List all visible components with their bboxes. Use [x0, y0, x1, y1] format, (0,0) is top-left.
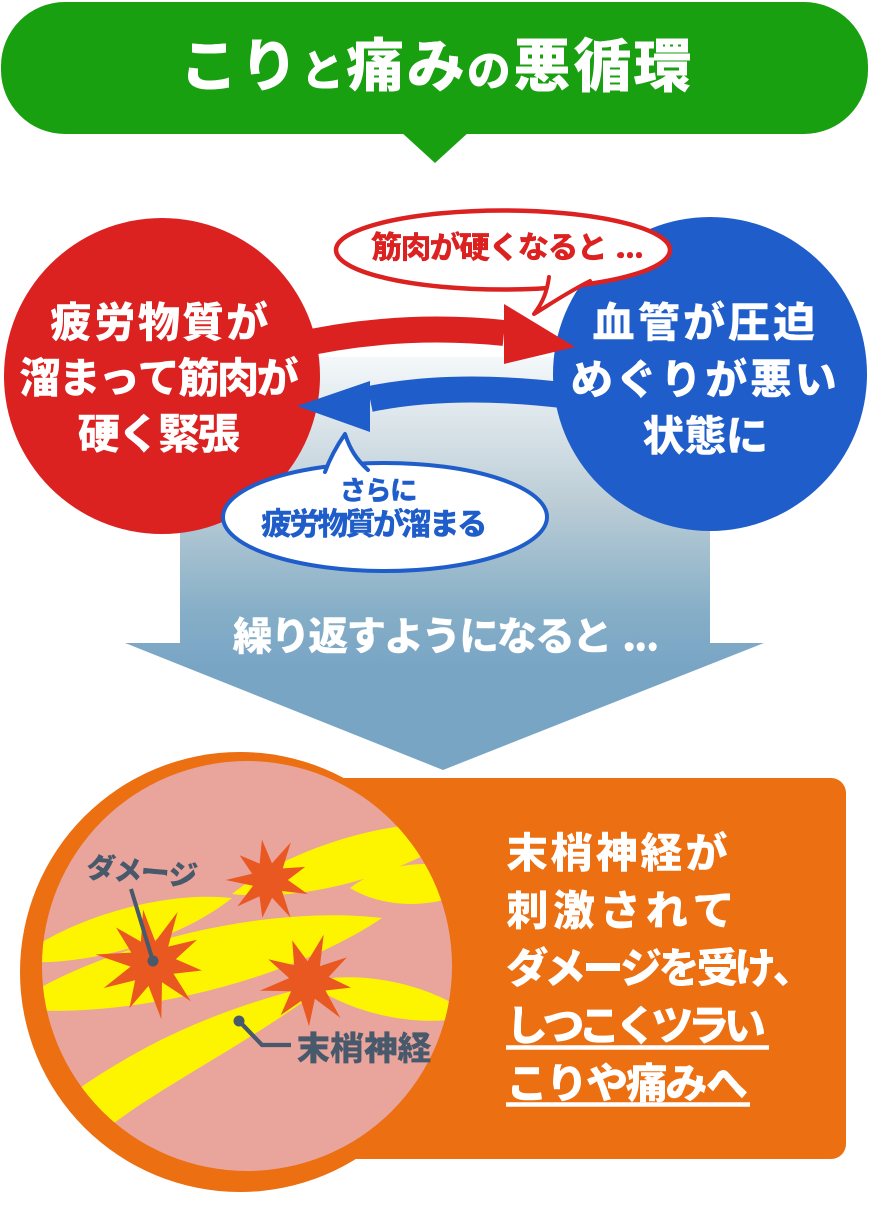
damage-pointer-line — [129, 888, 154, 959]
damage-starburst — [259, 934, 351, 1027]
bloodflow-circle-line-1: 血管が圧迫 — [594, 298, 821, 345]
transition-glyphs — [232, 616, 657, 655]
fatigue-circle-line-3: 硬く緊張 — [79, 411, 246, 456]
red-circle-line3-glyphs — [78, 413, 240, 453]
muscle-fiber — [74, 980, 334, 1138]
damage-label-glyphs — [87, 853, 198, 887]
result-line1-glyphs — [507, 830, 727, 872]
result-line-2: 刺激されて — [507, 887, 736, 933]
nerve-pointer-line — [237, 1019, 291, 1048]
transition-text: 繰り返すようになると ... — [233, 613, 663, 657]
bloodflow-circle-line-2: めぐりが悪い — [573, 355, 841, 402]
red-circle-line1-glyphs — [51, 300, 268, 342]
result-line3-glyphs — [507, 946, 788, 987]
fatigue-circle-line-2: 溜まって筋肉が — [20, 353, 304, 400]
result-line4-glyphs — [514, 1005, 764, 1045]
blue-circle-line2-glyphs — [572, 357, 835, 399]
nerve-label-glyphs — [297, 1031, 432, 1064]
blue-circle-line1-glyphs — [593, 300, 815, 342]
red-circle-line2-glyphs — [20, 355, 299, 397]
top-bubble-text: 筋肉が硬くなると ... — [372, 228, 649, 264]
nerve-pointer-dot — [233, 1015, 245, 1027]
muscle-fiber — [42, 896, 232, 963]
arrow-blue-left — [297, 376, 638, 432]
result-line-1: 末梢神経が — [507, 828, 733, 875]
muscle-fiber — [350, 864, 452, 904]
result-line5-glyphs — [512, 1062, 747, 1103]
bloodflow-circle-line-3: 状態に — [644, 412, 771, 458]
muscle-fiber — [308, 977, 452, 1021]
fatigue-circle — [4, 218, 320, 534]
muscle-fiber — [42, 915, 382, 1011]
blue-circle-line3-glyphs — [643, 414, 765, 455]
bottom-bubble-line-1: さらに — [343, 474, 421, 504]
bottom-bubble-line-2: 疲労物質が溜まる — [262, 505, 491, 541]
title-glyphs — [188, 36, 690, 93]
result-line-3: ダメージを受け、 — [507, 943, 794, 990]
page-title: こりと痛みの悪循環 — [188, 34, 696, 95]
result-line-5: こりや痛みへ — [512, 1059, 753, 1105]
fatigue-circle-line-1: 疲労物質が — [51, 298, 274, 345]
top-bubble-glyphs — [371, 231, 642, 262]
damage-pointer-dot — [147, 955, 159, 967]
bottom-bubble-line1-glyphs — [343, 477, 416, 502]
nerve-label: 末梢神経 — [297, 1028, 437, 1066]
result-line2-glyphs — [507, 889, 730, 930]
banner-pointer — [400, 131, 470, 163]
bottom-bubble-line2-glyphs — [261, 507, 485, 538]
damage-label: ダメージ — [87, 853, 203, 887]
damage-starburst — [225, 839, 308, 918]
result-underlines — [506, 1045, 769, 1107]
arrow-red-right — [290, 304, 575, 364]
result-line-4: しつこくツラい — [514, 1003, 770, 1048]
